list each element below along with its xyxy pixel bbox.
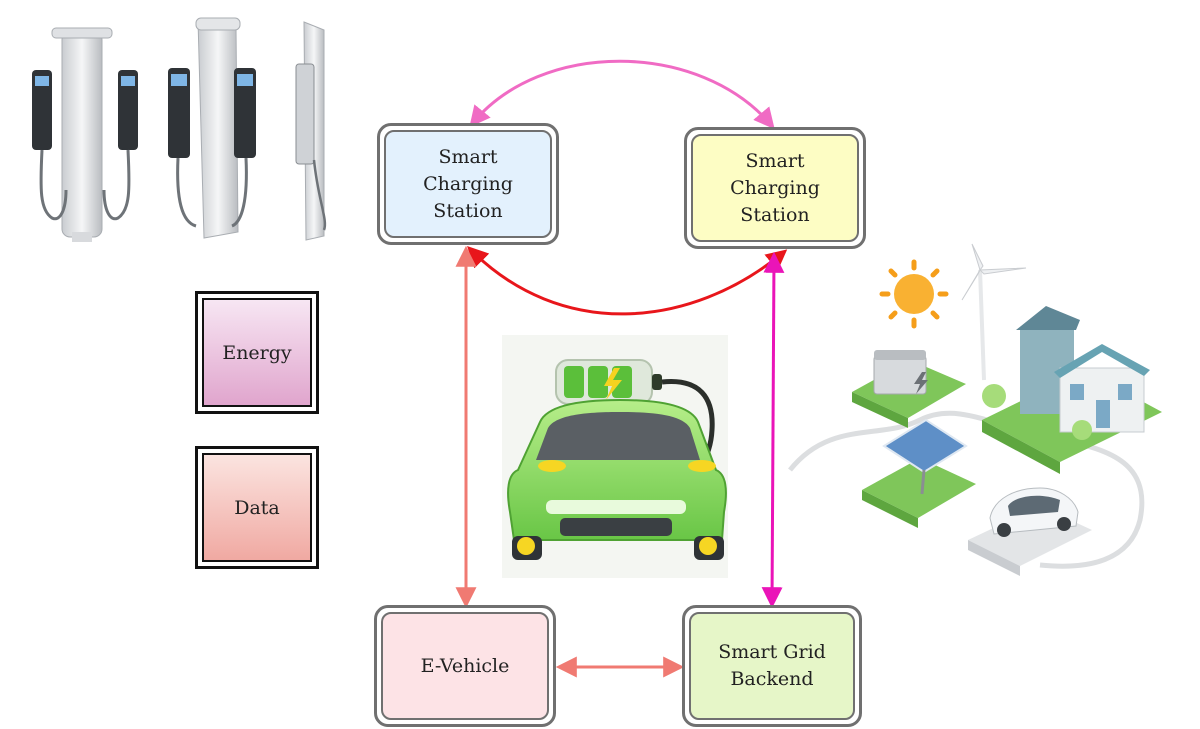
legend-energy-label: Energy: [222, 341, 292, 364]
wind-turbine-icon: [961, 243, 1027, 381]
arrow-station-right-grid: [761, 251, 785, 609]
smart-grid-city-illustration: [788, 243, 1162, 576]
node-ev-body: E-Vehicle: [381, 612, 549, 720]
node-ev-label: E-Vehicle: [420, 654, 510, 677]
node-smart-charging-station-left: Smart Charging Station: [377, 123, 559, 245]
node-smart-grid-backend: Smart Grid Backend: [682, 605, 862, 727]
legend-energy: Energy: [195, 291, 319, 414]
node-e-vehicle: E-Vehicle: [374, 605, 556, 727]
electric-car-illustration: [502, 335, 728, 578]
legend-data-label: Data: [234, 496, 280, 519]
charging-stations-illustration: [32, 17, 327, 242]
node-grid-body: Smart Grid Backend: [689, 612, 855, 720]
legend-data: Data: [195, 446, 319, 569]
legend-energy-swatch: Energy: [202, 298, 312, 407]
sun-icon: [879, 259, 949, 329]
node-station-right-body: Smart Charging Station: [691, 134, 859, 242]
node-grid-label: Smart Grid Backend: [718, 641, 826, 690]
arrow-station-left-station-right-pink: [469, 59, 775, 130]
connection-arrows: [455, 59, 788, 678]
node-station-left-label: Smart Charging Station: [423, 145, 513, 222]
legend-data-swatch: Data: [202, 453, 312, 562]
node-smart-charging-station-right: Smart Charging Station: [684, 127, 866, 249]
arrow-station-left-station-right-red: [467, 246, 788, 316]
node-station-left-body: Smart Charging Station: [384, 130, 552, 238]
node-station-right-label: Smart Charging Station: [730, 149, 820, 226]
